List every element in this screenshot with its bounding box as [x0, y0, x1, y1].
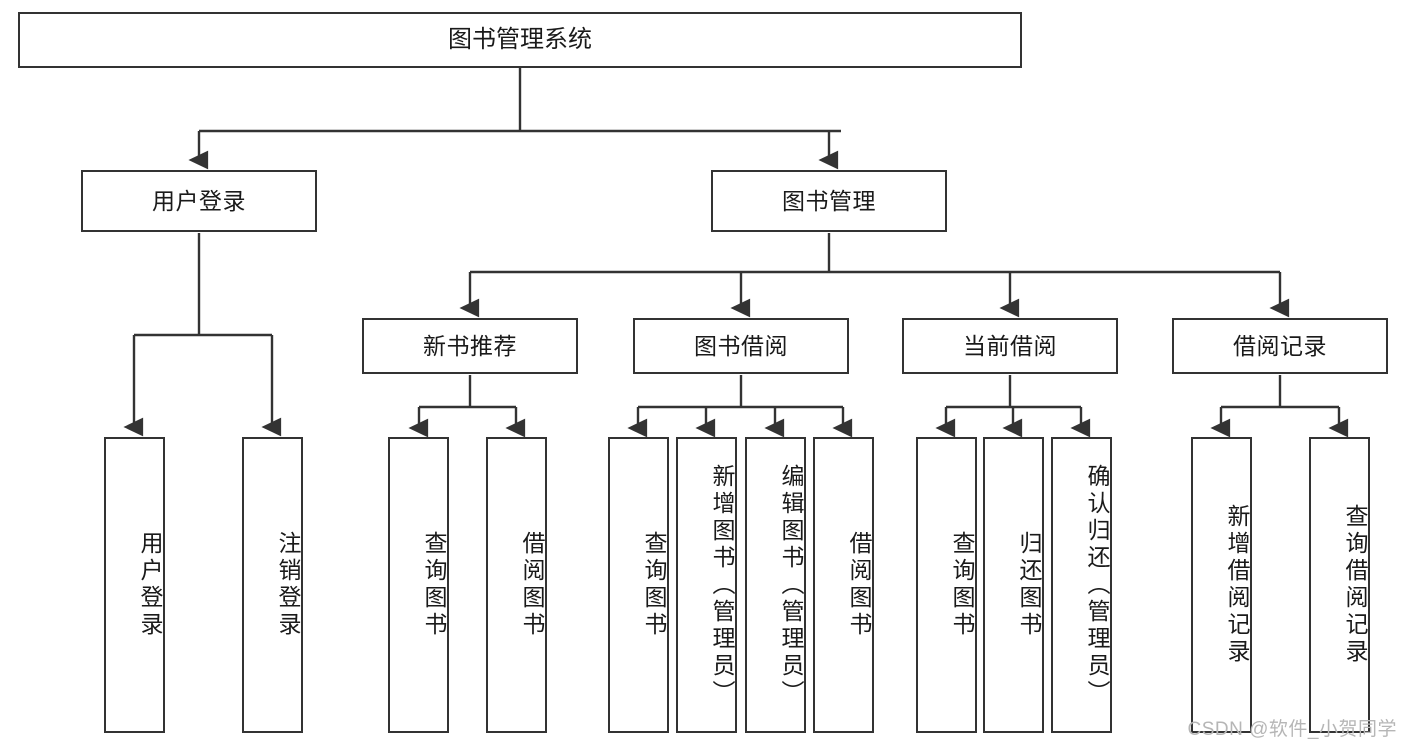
node-leaf-query-book-current[interactable]: 查询图书: [916, 437, 977, 733]
node-label: 当前借阅: [963, 332, 1057, 359]
node-leaf-edit-book-admin[interactable]: 编辑图书（管理员）: [745, 437, 806, 733]
node-label: 编辑图书（管理员）: [778, 463, 804, 707]
node-leaf-return-book[interactable]: 归还图书: [983, 437, 1044, 733]
node-leaf-borrow-book-new[interactable]: 借阅图书: [486, 437, 547, 733]
node-label: 新增图书（管理员）: [709, 463, 735, 707]
node-label: 查询图书: [949, 531, 975, 639]
node-book-management[interactable]: 图书管理: [711, 170, 947, 232]
node-label: 新书推荐: [423, 332, 517, 359]
node-label: 查询图书: [641, 531, 667, 639]
node-root-system[interactable]: 图书管理系统: [18, 12, 1022, 68]
node-label: 图书管理系统: [448, 26, 592, 54]
node-label: 借阅图书: [846, 531, 872, 639]
node-new-book-recommend[interactable]: 新书推荐: [362, 318, 578, 374]
node-leaf-add-book-admin[interactable]: 新增图书（管理员）: [676, 437, 737, 733]
node-label: 图书管理: [782, 187, 876, 214]
node-label: 借阅图书: [519, 531, 545, 639]
node-leaf-query-book-new[interactable]: 查询图书: [388, 437, 449, 733]
node-label: 用户登录: [152, 187, 246, 214]
node-label: 用户登录: [137, 531, 163, 639]
node-label: 新增借阅记录: [1224, 504, 1250, 666]
node-leaf-query-book[interactable]: 查询图书: [608, 437, 669, 733]
node-borrow-record[interactable]: 借阅记录: [1172, 318, 1388, 374]
node-label: 查询图书: [421, 531, 447, 639]
node-leaf-user-login[interactable]: 用户登录: [104, 437, 165, 733]
node-leaf-logout[interactable]: 注销登录: [242, 437, 303, 733]
node-label: 借阅记录: [1233, 332, 1327, 359]
node-current-borrow[interactable]: 当前借阅: [902, 318, 1118, 374]
node-label: 图书借阅: [694, 332, 788, 359]
node-label: 注销登录: [275, 531, 301, 639]
node-leaf-borrow-book[interactable]: 借阅图书: [813, 437, 874, 733]
node-leaf-add-borrow-record[interactable]: 新增借阅记录: [1191, 437, 1252, 733]
node-label: 确认归还（管理员）: [1084, 463, 1110, 707]
node-user-login[interactable]: 用户登录: [81, 170, 317, 232]
watermark-text: CSDN @软件_小贺同学: [1187, 719, 1397, 740]
node-label: 查询借阅记录: [1342, 504, 1368, 666]
node-leaf-query-borrow-record[interactable]: 查询借阅记录: [1309, 437, 1370, 733]
node-label: 归还图书: [1016, 531, 1042, 639]
node-book-borrow[interactable]: 图书借阅: [633, 318, 849, 374]
node-leaf-confirm-return-admin[interactable]: 确认归还（管理员）: [1051, 437, 1112, 733]
